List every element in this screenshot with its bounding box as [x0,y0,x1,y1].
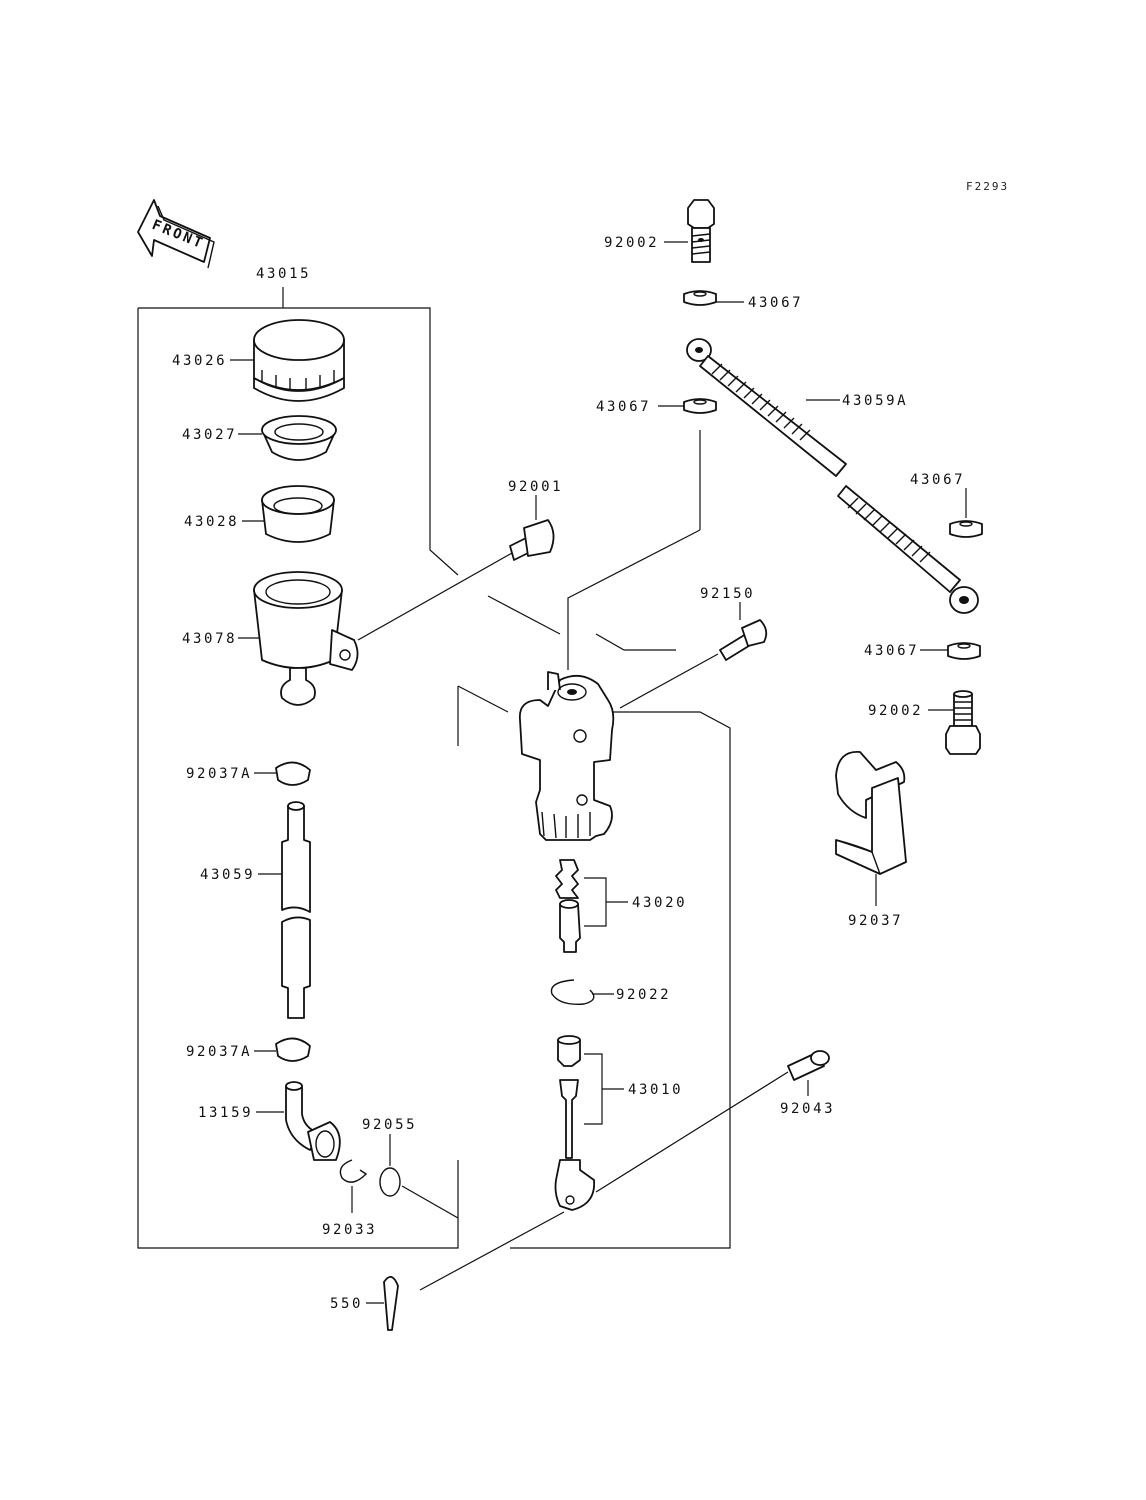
label-43067-b: 43067 [596,399,651,415]
label-92043: 92043 [780,1101,835,1117]
bolt-92001 [509,495,555,561]
label-43067-c: 43067 [910,472,965,488]
master-cylinder-frame [457,595,731,1249]
label-92055: 92055 [362,1117,417,1133]
label-43028: 43028 [184,514,239,530]
front-arrow-icon: FRONT [137,199,215,269]
label-92033: 92033 [322,1222,377,1238]
label-43067-a: 43067 [748,295,803,311]
diaphragm [242,485,335,543]
label-43067-d: 43067 [864,643,919,659]
pin-92043 [787,1050,830,1096]
label-43059A: 43059A [842,393,908,409]
label-92022: 92022 [616,987,671,1003]
elbow-fitting [256,1081,341,1161]
hose-clamp-bottom [254,1037,311,1062]
hose-bracket [835,751,907,906]
brake-hose [686,338,979,614]
circlip-92033 [339,1159,368,1213]
label-92002-bottom: 92002 [868,703,923,719]
label-43078: 43078 [182,631,237,647]
washer-second [658,398,717,414]
label-92001: 92001 [508,479,563,495]
label-550: 550 [330,1296,363,1312]
label-43059: 43059 [200,867,255,883]
label-92037A-bottom: 92037A [186,1044,252,1060]
label-92150: 92150 [700,586,755,602]
banjo-bolt-top [664,199,715,263]
diagram-reference: F2293 [966,180,1009,193]
reservoir-cap [230,319,345,402]
bolt-92150 [719,602,768,661]
label-92037: 92037 [848,913,903,929]
push-rod-assembly [554,1035,624,1211]
snap-ring-92022 [550,979,614,1005]
label-43015: 43015 [256,266,311,282]
spring-and-cup [555,859,628,953]
label-43027: 43027 [182,427,237,443]
label-92037A-top: 92037A [186,766,252,782]
hose-clamp-top [254,761,311,786]
label-43020: 43020 [632,895,687,911]
label-92002-top: 92002 [604,235,659,251]
label-43010: 43010 [628,1082,683,1098]
reservoir-tank [238,571,359,706]
master-cylinder-body [518,671,615,841]
washer-third [949,488,983,538]
banjo-bolt-bottom [928,690,981,755]
o-ring-92055 [379,1134,401,1197]
washer-fourth [920,642,981,660]
reservoir-assembly-frame [137,287,459,1249]
reservoir-hose [258,801,311,1019]
diaphragm-plate [238,415,337,461]
cotter-pin [366,1276,399,1331]
label-13159: 13159 [198,1105,253,1121]
washer-top [683,290,744,306]
label-43026: 43026 [172,353,227,369]
